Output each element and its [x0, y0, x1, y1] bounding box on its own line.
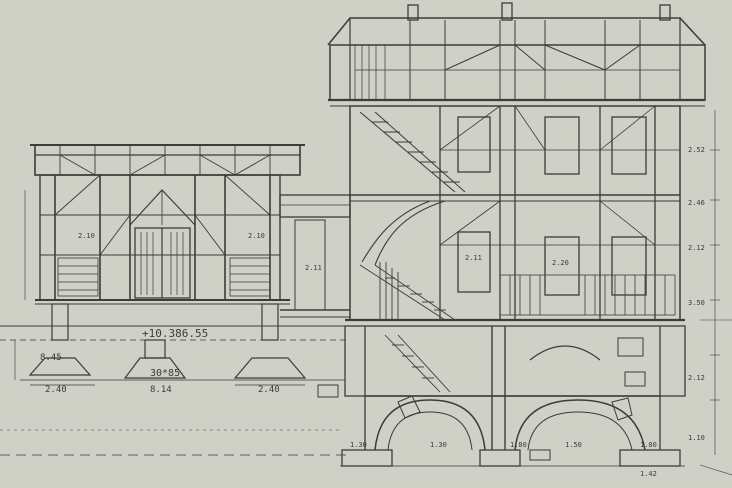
right-dim-label: 1.10 — [688, 434, 705, 442]
room-label: 2.10 — [78, 232, 95, 240]
left-dim-label: 8.45 — [40, 353, 62, 363]
ground-lines — [0, 325, 350, 456]
span-label: 30*85 — [150, 368, 180, 379]
foundation-label: 1.80 — [640, 441, 657, 449]
dimension-lines — [14, 110, 732, 476]
room-label: 2.10 — [248, 232, 265, 240]
foundation-label: 1.80 — [510, 441, 527, 449]
left-dim-label: 2.40 — [258, 385, 280, 395]
room-label: 2.11 — [305, 264, 322, 272]
left-foundations — [28, 303, 307, 386]
room-label: 2.11 — [465, 254, 482, 262]
right-dim-label: 2.46 — [688, 199, 705, 207]
left-dim-label: 8.14 — [150, 385, 172, 395]
foundation-label: 1.30 — [350, 441, 367, 449]
foundation-label: 1.50 — [565, 441, 582, 449]
level-label: +10.386.55 — [142, 327, 208, 340]
left-building — [30, 144, 305, 305]
right-dim-label: 2.12 — [688, 374, 705, 382]
right-dim-label: 2.12 — [688, 244, 705, 252]
right-building — [327, 2, 706, 467]
left-dim-label: 2.40 — [45, 385, 67, 395]
connector — [279, 194, 351, 398]
right-dim-label: 2.52 — [688, 146, 705, 154]
foundation-label: 1.30 — [430, 441, 447, 449]
room-label: 2.20 — [552, 259, 569, 267]
annotations: +10.386.55 30*85 2.40 8.14 2.40 8.45 2.1… — [40, 146, 705, 478]
foundation-label: 1.42 — [640, 470, 657, 478]
right-dim-label: 3.50 — [688, 299, 705, 307]
